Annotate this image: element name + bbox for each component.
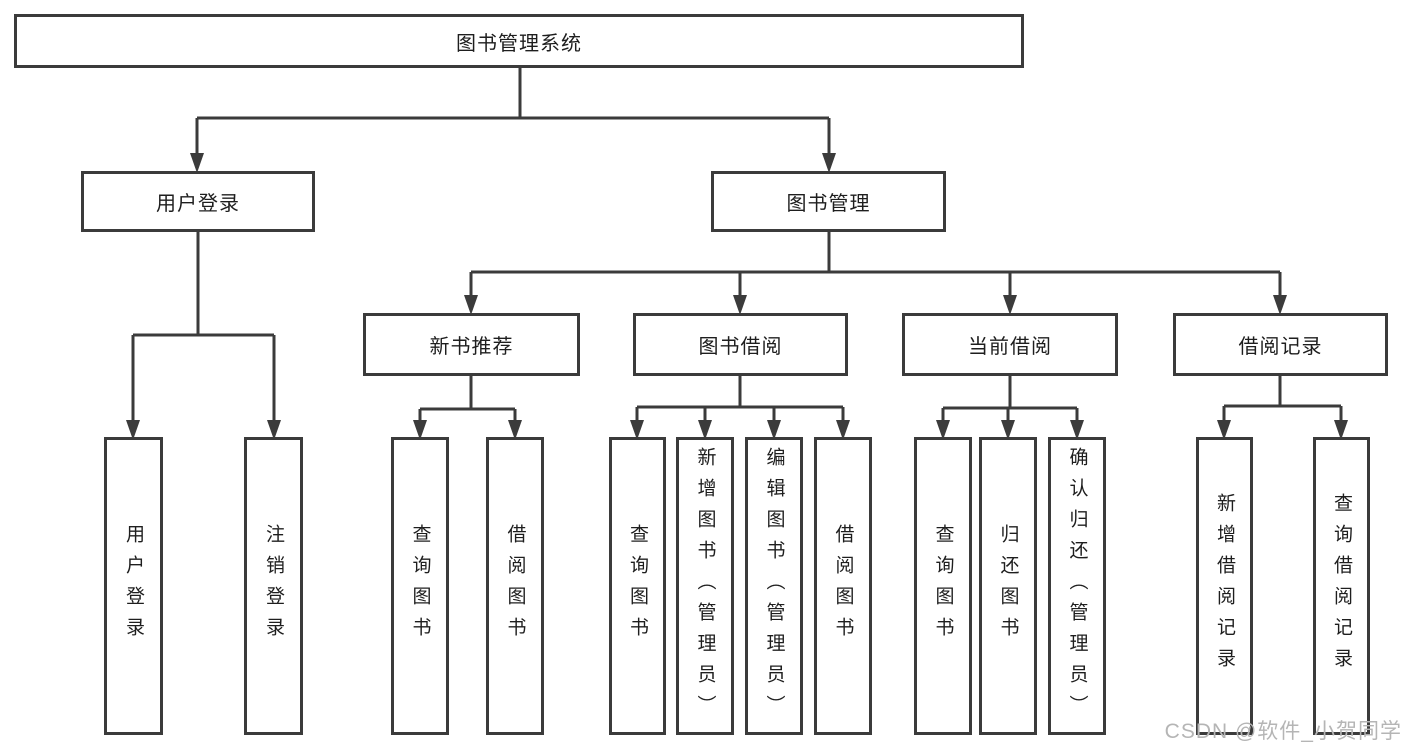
leaf-query-books-recommend: 查询图书	[391, 437, 449, 735]
leaf-add-borrow-record: 新增借阅记录	[1196, 437, 1253, 735]
arrowheads	[126, 153, 1348, 440]
leaf-label: 归还图书	[997, 524, 1019, 648]
node-label: 借阅记录	[1238, 336, 1323, 358]
leaf-query-borrow-record: 查询借阅记录	[1313, 437, 1370, 735]
leaf-borrow-books: 借阅图书	[814, 437, 872, 735]
node-new-book-recommend: 新书推荐	[363, 313, 580, 376]
leaf-query-books-borrowing: 查询图书	[609, 437, 666, 735]
node-label: 新书推荐	[429, 336, 514, 358]
branch-user-login	[133, 232, 274, 337]
branch-root	[197, 68, 829, 120]
node-current-borrowing: 当前借阅	[902, 313, 1118, 376]
leaf-user-login: 用户登录	[104, 437, 163, 735]
node-user-login: 用户登录	[81, 171, 315, 232]
leaf-return-books: 归还图书	[979, 437, 1037, 735]
leaf-borrow-books-recommend: 借阅图书	[486, 437, 544, 735]
leaf-label: 查询图书	[409, 524, 431, 648]
leaf-label: 借阅图书	[832, 524, 854, 648]
arrow-stems	[131, 118, 1343, 424]
leaf-add-book-admin: 新增图书（管理员）	[676, 437, 734, 735]
leaf-label: 用户登录	[123, 524, 144, 648]
node-library-management-system: 图书管理系统	[14, 14, 1024, 68]
branch-book-borrowing	[637, 376, 843, 409]
branch-book-management	[471, 232, 1280, 274]
leaf-label: 编辑图书（管理员）	[763, 446, 785, 726]
leaf-label: 新增借阅记录	[1214, 493, 1235, 679]
leaf-edit-book-admin: 编辑图书（管理员）	[745, 437, 803, 735]
leaf-label: 借阅图书	[504, 524, 526, 648]
branch-new-book-recommend	[420, 376, 515, 411]
node-book-management: 图书管理	[711, 171, 946, 232]
branch-current-borrowing	[943, 376, 1077, 410]
node-label: 图书管理	[786, 193, 871, 215]
leaf-label: 注销登录	[263, 524, 284, 648]
leaf-label: 查询图书	[627, 524, 648, 648]
leaf-query-books-current: 查询图书	[914, 437, 972, 735]
node-label: 当前借阅	[968, 336, 1052, 358]
leaf-logout: 注销登录	[244, 437, 303, 735]
node-label: 用户登录	[156, 193, 240, 215]
node-label: 图书管理系统	[456, 32, 582, 55]
leaf-confirm-return-admin: 确认归还（管理员）	[1048, 437, 1106, 735]
csdn-watermark: CSDN @软件_小贺同学	[1164, 720, 1402, 743]
node-borrowing-records: 借阅记录	[1173, 313, 1388, 376]
leaf-label: 新增图书（管理员）	[694, 446, 716, 726]
leaf-label: 确认归还（管理员）	[1066, 446, 1088, 726]
leaf-label: 查询图书	[932, 524, 954, 648]
node-book-borrowing: 图书借阅	[633, 313, 848, 376]
branch-borrowing-records	[1224, 376, 1341, 408]
leaf-label: 查询借阅记录	[1331, 493, 1352, 679]
node-label: 图书借阅	[698, 336, 783, 358]
